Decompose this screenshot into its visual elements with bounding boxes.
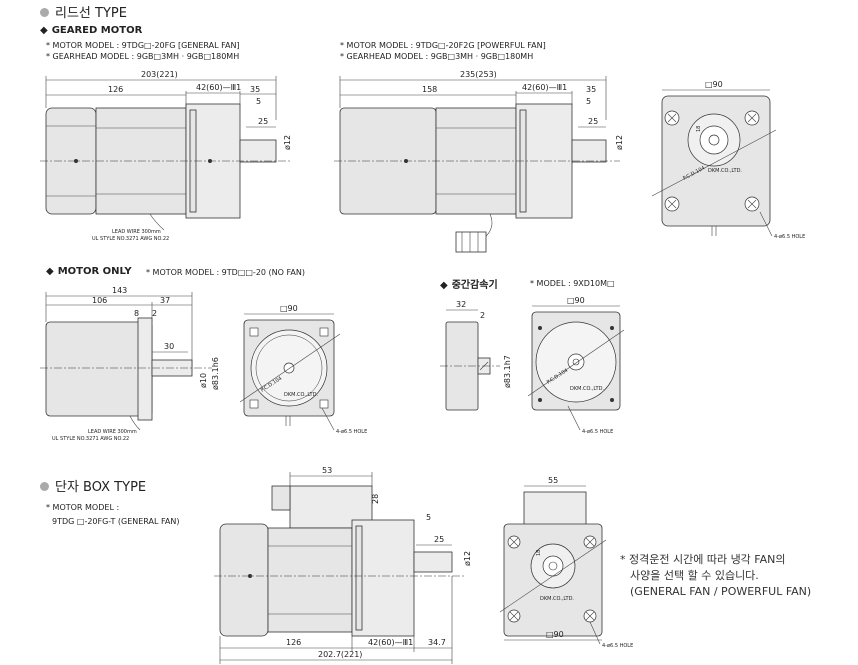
hole-label: 4-ø6.5 HOLE xyxy=(602,643,633,649)
dim-5: 5 xyxy=(256,97,261,106)
dim-gear: 42(60)—Ⅲ1 xyxy=(522,83,567,92)
dim-total: 143 xyxy=(112,286,127,295)
dim-square: □90 xyxy=(567,296,585,305)
dim-total: 203(221) xyxy=(141,70,178,79)
dim-25: 25 xyxy=(258,117,268,126)
dim-shaft: 34.7 xyxy=(428,638,446,647)
dim-8: 8 xyxy=(134,309,139,318)
geared-front-view: □90 P.C.D.104 DKM.CO.,LTD. 18 4-ø6.5 HOL… xyxy=(651,80,805,240)
section-lead-type: 리드선 TYPE xyxy=(40,2,127,21)
hole-label: 4-ø6.5 HOLE xyxy=(774,234,805,240)
geared-motor-heading: ◆GEARED MOTOR xyxy=(40,25,143,36)
dim-37: 37 xyxy=(160,296,170,305)
intermediate-model: * MODEL : 9XD10M□ xyxy=(530,279,615,288)
brand-label: DKM.CO.,LTD. xyxy=(708,168,742,174)
dim-square: □90 xyxy=(705,80,723,89)
screw-icon xyxy=(208,159,212,163)
motor-only-side-view: 143 106 37 8 2 30 ø10 ø83.1h6 LEAD WIRE … xyxy=(40,286,220,442)
dim-phi12: ø12 xyxy=(283,135,292,150)
dim-phi83: ø83.1h6 xyxy=(211,357,220,390)
dim-53: 53 xyxy=(322,466,332,475)
terminal-box-side-view: 53 28 9 5 25 ø12 126 42(60)—Ⅲ1 34.7 202.… xyxy=(214,466,472,664)
intermediate-front-view: □90 P.C.D.104 DKM.CO.,LTD. 4-ø6.5 HOLE xyxy=(527,296,625,435)
dim-2: 2 xyxy=(152,309,157,318)
screw-icon xyxy=(74,159,78,163)
motor-only-heading: ◆MOTOR ONLY xyxy=(46,266,132,277)
dim-25: 25 xyxy=(588,117,598,126)
terminal-model-label: * MOTOR MODEL : xyxy=(46,503,120,512)
bullet-icon xyxy=(40,482,49,491)
dim-total: 235(253) xyxy=(460,70,497,79)
dim-body: 158 xyxy=(422,85,437,94)
terminal-box-front-view: 55 DKM.CO.,LTD. 18 □90 4-ø6.5 HOLE xyxy=(499,476,633,649)
dim-phi12: ø12 xyxy=(463,551,472,566)
dim-2: 2 xyxy=(480,311,485,320)
dim-shaft: 35 xyxy=(250,85,260,94)
dim-5: 5 xyxy=(426,513,431,522)
dim-18: 18 xyxy=(536,550,542,556)
geared-left-spec: * MOTOR MODEL : 9TDG□-20FG [GENERAL FAN]… xyxy=(46,41,240,61)
dim-gear: 42(60)—Ⅲ1 xyxy=(196,83,241,92)
motor-only-front-view: □90 P.C.D.104 DKM.CO.,LTD. 4-ø6.5 HOLE xyxy=(239,304,367,435)
dim-30: 30 xyxy=(164,342,174,351)
motor-only-model: * MOTOR MODEL : 9TD□□-20 (NO FAN) xyxy=(146,268,305,277)
dim-body: 106 xyxy=(92,296,107,305)
geared-left-side-view: 203(221) 126 42(60)—Ⅲ1 35 5 25 ø12 LEAD … xyxy=(40,70,292,242)
dim-body: 126 xyxy=(286,638,301,647)
dim-phi83: ø83.1h7 xyxy=(503,355,512,388)
dim-shaft: 35 xyxy=(586,85,596,94)
screw-icon xyxy=(404,159,408,163)
brand-label: DKM.CO.,LTD. xyxy=(570,386,604,392)
brand-label: DKM.CO.,LTD. xyxy=(284,392,318,398)
bullet-icon xyxy=(40,8,49,17)
hole-label: 4-ø6.5 HOLE xyxy=(582,429,613,435)
dim-18: 18 xyxy=(696,126,702,132)
diamond-icon: ◆ xyxy=(40,25,48,36)
dim-gear: 42(60)—Ⅲ1 xyxy=(368,638,413,647)
diamond-icon: ◆ xyxy=(440,280,448,291)
intermediate-side-view: 32 2 ø83.1h7 xyxy=(440,300,512,411)
dim-square: □90 xyxy=(546,630,564,639)
connector-icon xyxy=(455,231,487,253)
dim-square: □90 xyxy=(280,304,298,313)
dim-55: 55 xyxy=(548,476,558,485)
lead-wire-label: LEAD WIRE 300mm xyxy=(88,429,137,435)
dim-25: 25 xyxy=(434,535,444,544)
dim-total: 202.7(221) xyxy=(318,650,362,659)
ul-style-label: UL STYLE NO.3271 AWG NO.22 xyxy=(92,236,169,242)
dim-phi12: ø12 xyxy=(615,135,624,150)
terminal-model: 9TDG □-20FG-T (GENERAL FAN) xyxy=(52,517,180,526)
dim-body: 126 xyxy=(108,85,123,94)
section-terminal-box: 단자 BOX TYPE xyxy=(40,476,146,495)
geared-right-side-view: 235(253) 158 42(60)—Ⅲ1 35 5 25 ø12 xyxy=(334,70,624,253)
intermediate-heading: ◆중간감속기 xyxy=(440,280,498,291)
dim-32: 32 xyxy=(456,300,466,309)
fan-note: * 정격운전 시간에 따라 냉각 FAN의 사양을 선택 할 수 있습니다. (… xyxy=(620,553,812,598)
geared-right-spec: * MOTOR MODEL : 9TDG□-20F2G [POWERFUL FA… xyxy=(340,41,546,61)
dim-28: 28 xyxy=(371,494,380,504)
brand-label: DKM.CO.,LTD. xyxy=(540,596,574,602)
diamond-icon: ◆ xyxy=(46,266,54,277)
dim-phi10: ø10 xyxy=(199,373,208,388)
ul-style-label: UL STYLE NO.3271 AWG NO.22 xyxy=(52,436,129,442)
lead-wire-label: LEAD WIRE 300mm xyxy=(112,229,161,235)
dim-5: 5 xyxy=(586,97,591,106)
hole-label: 4-ø6.5 HOLE xyxy=(336,429,367,435)
